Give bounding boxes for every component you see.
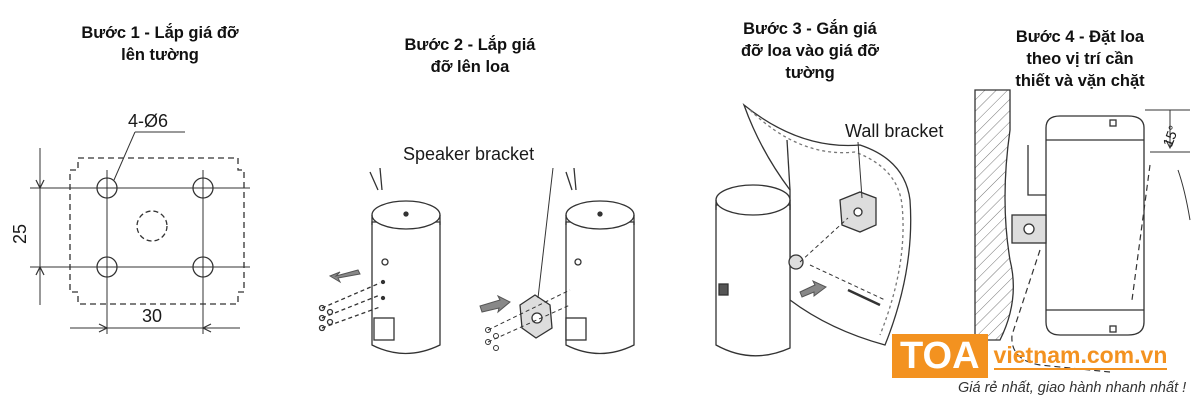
step2-screws-left xyxy=(318,282,381,332)
step2-title: Bước 2 - Lắp giá đỡ lên loa xyxy=(404,36,536,76)
wall-bracket-label: Wall bracket xyxy=(845,121,944,141)
step2-speaker-right xyxy=(565,167,635,355)
step2-screws-right xyxy=(485,289,571,351)
wall-bracket-leader xyxy=(857,141,863,199)
speaker-bracket xyxy=(519,294,553,339)
hole-spec-label: 4-Ø6 xyxy=(128,111,169,131)
dim-vertical-label: 25 xyxy=(10,223,30,244)
arrow-push-icon xyxy=(799,279,827,298)
step1-template xyxy=(30,131,250,334)
arrow-in-icon xyxy=(479,294,511,314)
step3-title: Bước 3 - Gắn giá đỡ loa vào giá đỡ tường xyxy=(740,20,880,82)
dim-horizontal-label: 30 xyxy=(142,306,163,326)
step4-tilt-outline xyxy=(1011,164,1151,373)
step3-speaker xyxy=(715,139,804,357)
brand-slogan: Giá rẻ nhất, giao hành nhanh nhất ! xyxy=(958,380,1187,396)
speaker-bracket-leader xyxy=(537,167,554,299)
step4-wall xyxy=(974,89,1014,341)
step4-speaker xyxy=(1011,115,1145,336)
arrow-out-icon xyxy=(328,269,361,284)
wall-bracket xyxy=(839,191,877,233)
step4-title: Bước 4 - Đặt loa theo vị trí cần thiết v… xyxy=(1015,28,1145,90)
step2-speaker-left xyxy=(369,167,441,355)
speaker-bracket-label: Speaker bracket xyxy=(403,144,535,164)
step1-title: Bước 1 - Lắp giá đỡ lên tường xyxy=(81,24,239,64)
brand-logo: TOA vietnam.com.vn xyxy=(892,334,1168,378)
step4-angle-marker xyxy=(1145,109,1191,221)
brand-domain: vietnam.com.vn xyxy=(993,342,1168,370)
brand-box: TOA xyxy=(892,334,988,378)
